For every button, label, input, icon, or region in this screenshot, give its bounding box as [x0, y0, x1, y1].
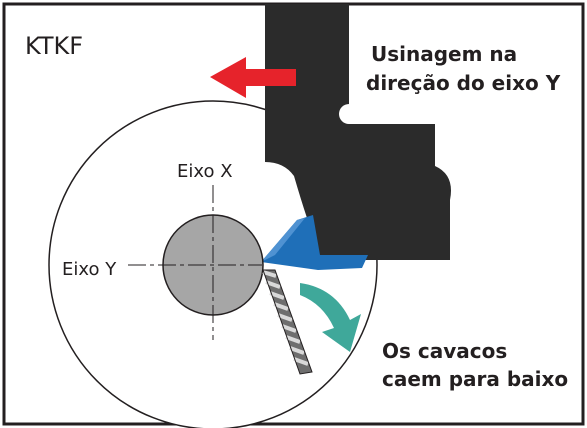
- curved-arrow-down-icon: [300, 283, 361, 352]
- chips-label-line1: Os cavacos: [382, 339, 507, 363]
- axis-x-label: Eixo X: [177, 161, 233, 182]
- axis-y-label: Eixo Y: [62, 259, 117, 280]
- chip: [262, 269, 313, 375]
- tool-holder: [265, 4, 451, 260]
- arrow-left-icon: [210, 57, 296, 98]
- chips-label-line2: caem para baixo: [382, 367, 568, 391]
- cutting-insert: [261, 215, 368, 270]
- insert-highlight: [261, 218, 305, 262]
- machining-direction-label-line1: Usinagem na: [371, 42, 517, 66]
- diagram-title: KTKF: [25, 32, 83, 60]
- machining-direction-label-line2: direção do eixo Y: [366, 71, 561, 95]
